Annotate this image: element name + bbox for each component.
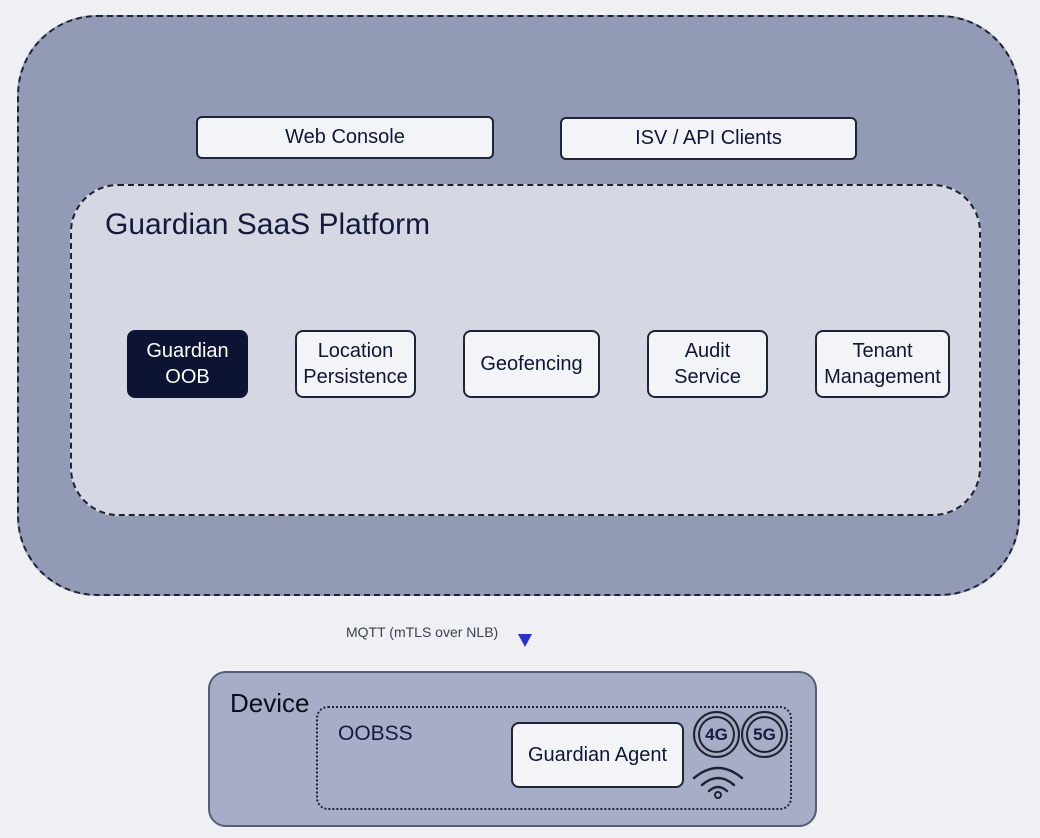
4g-label: 4G — [705, 724, 728, 744]
service-label-line1: Tenant — [852, 340, 913, 362]
oobss-container — [316, 706, 792, 810]
guardian-agent-label: Guardian Agent — [528, 743, 667, 766]
service-label-line1: Geofencing — [480, 353, 583, 375]
service-label-line1: Guardian — [146, 340, 229, 362]
4g-icon: 4G — [693, 711, 740, 758]
service-geofencing[interactable]: Geofencing — [463, 330, 600, 398]
oobss-title: OOBSS — [338, 722, 413, 745]
wifi-icon — [692, 766, 744, 799]
arrow-down-icon — [518, 634, 532, 647]
service-label-line2: Service — [674, 366, 741, 388]
web-console-label: Web Console — [285, 126, 405, 148]
device-title: Device — [230, 688, 310, 718]
isv-api-clients-label: ISV / API Clients — [635, 127, 782, 149]
service-label-line1: Location — [317, 340, 394, 362]
isv-api-clients-box[interactable]: ISV / API Clients — [560, 117, 857, 160]
service-label-line2: OOB — [165, 366, 210, 388]
platform-title: Guardian SaaS Platform — [105, 208, 431, 241]
web-console-box[interactable]: Web Console — [196, 116, 494, 159]
5g-label: 5G — [753, 724, 776, 744]
service-label-line1: Audit — [684, 340, 731, 362]
service-label-line2: Persistence — [303, 366, 408, 388]
5g-icon: 5G — [741, 711, 788, 758]
guardian-agent-box[interactable]: Guardian Agent — [511, 722, 684, 788]
mqtt-connection-label: MQTT (mTLS over NLB) — [346, 624, 499, 640]
service-label-line2: Management — [824, 366, 941, 388]
